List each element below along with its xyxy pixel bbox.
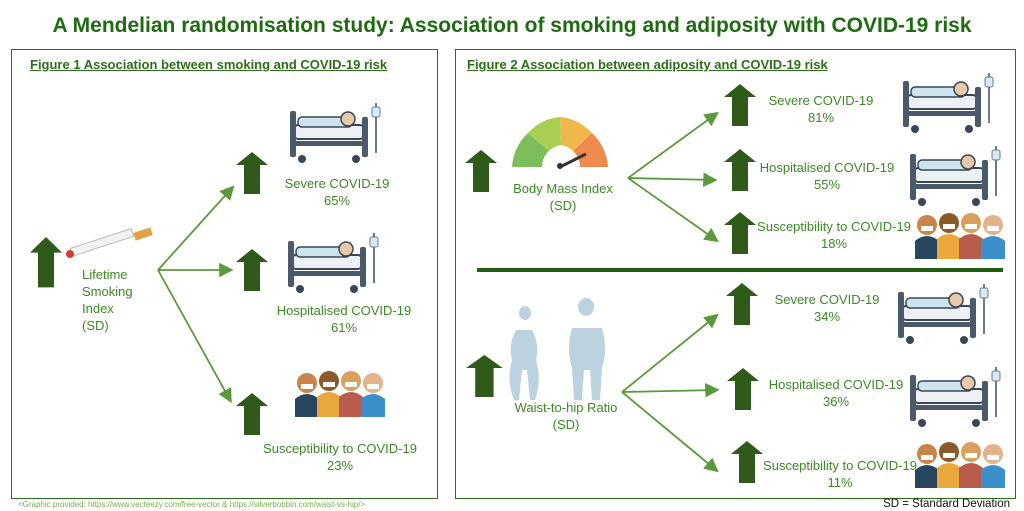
smoking-exposure-arrow <box>30 237 62 288</box>
smoking-suscept-link <box>157 269 232 404</box>
hospital-bed-icon <box>909 145 1001 207</box>
whr-hospital-link <box>621 383 720 398</box>
hospital-bed-icon <box>897 283 989 345</box>
whr-hospital-arrow <box>727 368 759 410</box>
figure1-title: Figure 1 Association between smoking and… <box>30 57 388 72</box>
whr-suscept-link <box>621 391 719 473</box>
figure2-panel <box>455 49 1016 499</box>
figure1-panel <box>11 49 438 499</box>
whr-exposure-label: Waist-to-hip Ratio(SD) <box>514 400 618 432</box>
severe-up-arrow <box>236 152 268 194</box>
hospital-bed-icon <box>289 102 381 164</box>
hospital-up-arrow <box>236 249 268 291</box>
whr-severe-arrow <box>726 283 758 325</box>
bmi-severe-arrow <box>724 84 756 126</box>
sd-footnote: SD = Standard Deviation <box>883 498 1010 510</box>
bmi-exposure-arrow <box>465 150 497 192</box>
people-masks-icon <box>915 213 1005 259</box>
graphic-credit: <Graphic provided: https://www.vecteezy.… <box>18 500 366 509</box>
hospital-bed-icon <box>287 232 379 294</box>
cigarette-icon <box>66 227 153 258</box>
hospital-bed-icon <box>909 366 1001 428</box>
people-masks-icon <box>295 371 385 417</box>
figure2-title: Figure 2 Association between adiposity a… <box>467 57 828 72</box>
waist-hip-figures-icon <box>509 298 605 400</box>
hospital-bed-icon <box>902 72 994 134</box>
bmi-gauge-icon <box>512 117 608 169</box>
suscept-up-arrow <box>236 393 268 435</box>
bmi-suscept-link <box>627 177 719 243</box>
smoking-severe-link <box>157 185 235 271</box>
whr-exposure-arrow <box>466 355 503 397</box>
bmi-exposure-label: Body Mass Index(SD) <box>513 181 613 213</box>
bmi-severe-link <box>627 111 719 179</box>
whr-severe-link <box>621 313 719 393</box>
bmi-hospital-link <box>627 172 718 187</box>
main-title: A Mendelian randomisation study: Associa… <box>52 14 972 37</box>
people-masks-icon <box>915 442 1005 488</box>
section-divider <box>477 268 1003 272</box>
